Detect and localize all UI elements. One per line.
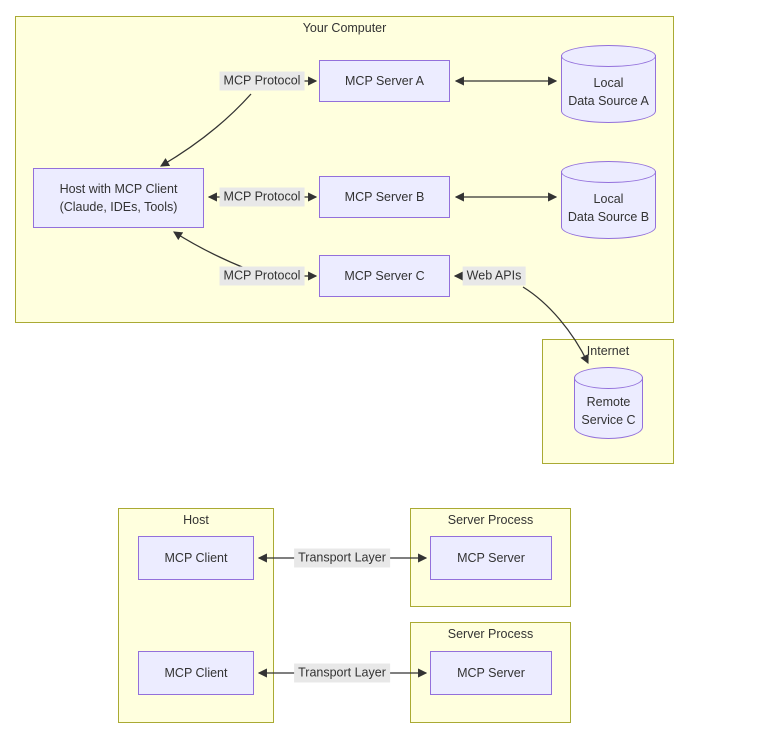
edge-label-mcp-protocol-b: MCP Protocol: [219, 187, 305, 207]
edge-label-transport-layer-2: Transport Layer: [294, 663, 390, 683]
cylinder-top-ellipse: [574, 367, 643, 389]
edge-label-mcp-protocol-a: MCP Protocol: [219, 71, 305, 91]
cluster-host-title: Host: [183, 513, 209, 527]
node-mcp-client-1: MCP Client: [138, 536, 254, 580]
node-host-line2: (Claude, IDEs, Tools): [59, 200, 178, 214]
edge-label-transport-layer-1: Transport Layer: [294, 548, 390, 568]
node-remote-c-line1: Remote: [586, 395, 631, 409]
node-data-b-line1: Local: [593, 192, 624, 206]
node-remote-service-c: Remote Service C: [574, 367, 643, 439]
cluster-your-computer-title: Your Computer: [302, 21, 387, 35]
node-data-a-line2: Data Source A: [568, 94, 649, 108]
edge-label-web-apis: Web APIs: [462, 266, 526, 286]
node-mcp-server-1: MCP Server: [430, 536, 552, 580]
edge-label-mcp-protocol-c: MCP Protocol: [219, 266, 305, 286]
node-mcp-server-c: MCP Server C: [319, 255, 450, 297]
node-mcp-server-c-label: MCP Server C: [344, 269, 425, 283]
cluster-server-process-2-title: Server Process: [447, 627, 534, 641]
node-mcp-client-2: MCP Client: [138, 651, 254, 695]
node-mcp-server-2-label: MCP Server: [457, 666, 525, 680]
node-mcp-server-b: MCP Server B: [319, 176, 450, 218]
node-local-data-source-b: Local Data Source B: [561, 161, 656, 239]
node-mcp-server-a: MCP Server A: [319, 60, 450, 102]
node-host-with-mcp-client: Host with MCP Client (Claude, IDEs, Tool…: [33, 168, 204, 228]
edge-web-apis-to-remote-c: [522, 286, 589, 365]
node-mcp-server-b-label: MCP Server B: [344, 190, 425, 204]
cluster-internet: Internet: [542, 339, 674, 464]
node-mcp-client-2-label: MCP Client: [164, 666, 228, 680]
cluster-server-process-1-title: Server Process: [447, 513, 534, 527]
node-host-line1: Host with MCP Client: [59, 182, 178, 196]
node-mcp-server-a-label: MCP Server A: [345, 74, 424, 88]
node-remote-c-line2: Service C: [581, 413, 636, 427]
edge-protocol-c-to-host: [173, 231, 248, 270]
node-mcp-server-1-label: MCP Server: [457, 551, 525, 565]
node-local-data-source-a: Local Data Source A: [561, 45, 656, 123]
node-mcp-server-2: MCP Server: [430, 651, 552, 695]
cylinder-top-ellipse: [561, 45, 656, 67]
node-data-b-line2: Data Source B: [567, 210, 650, 224]
cluster-internet-title: Internet: [586, 344, 630, 358]
node-mcp-client-1-label: MCP Client: [164, 551, 228, 565]
edge-protocol-a-to-host: [160, 93, 252, 167]
node-data-a-line1: Local: [593, 76, 624, 90]
cylinder-top-ellipse: [561, 161, 656, 183]
